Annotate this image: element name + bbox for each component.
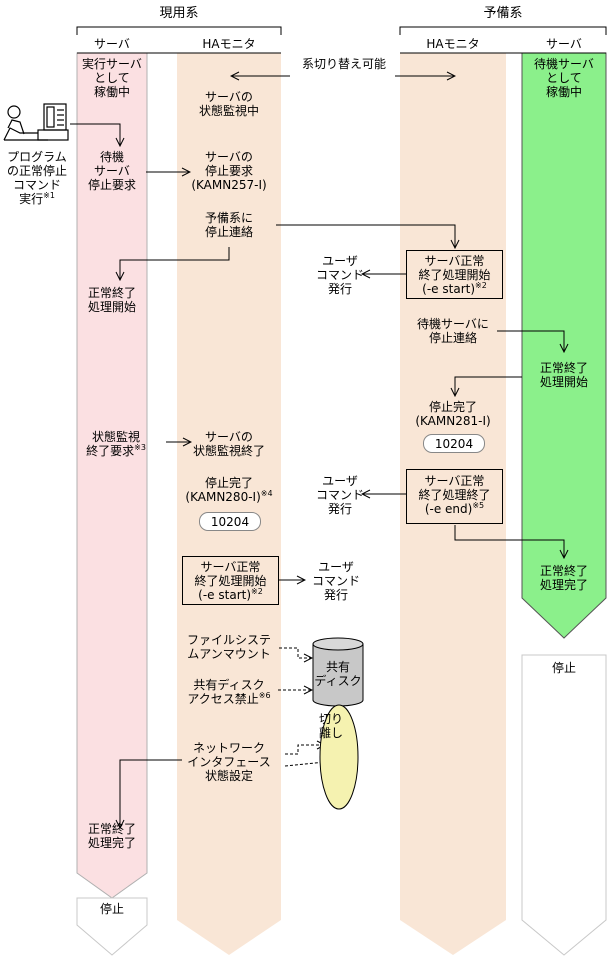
standby-ha-command-box-end-text: サーバ正常 終了処理終了 (-e end)※5 xyxy=(418,474,491,516)
standby-ha-command-box-start xyxy=(406,250,503,299)
standby-ha-column-header: HAモニタ xyxy=(426,37,480,51)
arrow-notify-standby-server xyxy=(497,330,564,352)
active-ha-command-box-text: サーバ正常 終了処理開始 (-e start)※2 xyxy=(194,560,267,602)
arrow-network-to-detach xyxy=(285,745,325,755)
active-server-normal-end-start: 正常終了 処理開始 xyxy=(87,286,136,314)
active-ha-lane xyxy=(177,53,281,955)
switch-possible-label: 系切り替え可能 xyxy=(301,57,386,71)
detach-ellipse xyxy=(319,704,359,810)
shared-disk-icon xyxy=(312,637,364,707)
active-ha-monitor-end: サーバの 状態監視終了 xyxy=(192,430,265,458)
active-server-column-header: サーバ xyxy=(94,37,130,51)
active-server-stopped: 停止 xyxy=(99,902,124,916)
operator-label: プログラム の正常停止 コマンド 実行※1 xyxy=(6,150,67,206)
detach-label: 切り 離し xyxy=(318,712,343,740)
arrow-end-cmd-to-standby-server xyxy=(454,525,564,558)
active-ha-column-header: HAモニタ xyxy=(202,37,256,51)
arrow-network-to-active-server xyxy=(120,759,182,828)
active-group-header: 現用系 xyxy=(159,6,199,21)
active-group-bracket xyxy=(76,26,282,35)
active-ha-command-box xyxy=(182,556,279,605)
standby-ha-command-box-start-text: サーバ正常 終了処理開始 (-e start)※2 xyxy=(418,254,491,296)
standby-server-stopped-lane xyxy=(521,654,607,956)
standby-group-bracket xyxy=(399,26,607,35)
active-ha-disk-access-ban: 共有ディスク アクセス禁止※6 xyxy=(187,678,271,706)
active-server-monitor-end-request: 状態監視 終了要求※3 xyxy=(86,430,146,458)
standby-server-normal-end-start: 正常終了 処理開始 xyxy=(539,361,588,389)
standby-ha-stop-done: 停止完了 (KAMN281-I) xyxy=(415,400,491,428)
arrow-unmount-to-disk xyxy=(279,647,312,658)
active-server-normal-end-done: 正常終了 処理完了 xyxy=(87,822,136,850)
standby-user-command-2: ユーザ コマンド 発行 xyxy=(315,474,364,516)
standby-server-normal-end-done: 正常終了 処理完了 xyxy=(539,564,588,592)
standby-ha-stop-code: 10204 xyxy=(423,434,485,453)
active-ha-stop-code: 10204 xyxy=(199,512,261,531)
standby-group-header: 予備系 xyxy=(483,6,523,21)
arrow-standby-server-to-ha xyxy=(455,376,522,396)
arrow-notify-to-active-server xyxy=(120,247,230,280)
active-server-running: 実行サーバ として 稼働中 xyxy=(82,57,142,99)
operator-terminal-icon xyxy=(3,103,69,141)
active-ha-server-stop-request: サーバの 停止要求 (KAMN257-I) xyxy=(191,150,267,192)
standby-ha-command-box-end xyxy=(406,469,503,524)
standby-server-running: 待機サーバ として 稼働中 xyxy=(534,57,594,99)
active-ha-network-setting: ネットワーク インタフェース 状態設定 xyxy=(187,741,271,783)
operator-note: ※1 xyxy=(43,191,55,200)
arrow-operator-to-standby-stop xyxy=(70,123,120,146)
active-ha-unmount: ファイルシステ ムアンマウント xyxy=(186,633,271,661)
standby-ha-notify-standby-server: 待機サーバに 停止連絡 xyxy=(417,317,489,345)
active-user-command: ユーザ コマンド 発行 xyxy=(311,560,360,602)
arrow-notify-standby xyxy=(276,224,455,248)
active-ha-server-monitoring: サーバの 状態監視中 xyxy=(198,90,259,118)
active-ha-notify-standby: 予備系に 停止連絡 xyxy=(204,211,253,239)
shared-disk-label: 共有 ディスク xyxy=(314,660,362,688)
standby-user-command-1: ユーザ コマンド 発行 xyxy=(315,254,364,296)
standby-server-column-header: サーバ xyxy=(546,37,582,51)
arrow-network-to-detach-2 xyxy=(284,761,326,767)
standby-server-stopped: 停止 xyxy=(551,661,576,675)
active-server-standby-stop-request: 待機 サーバ 停止要求 xyxy=(87,150,136,192)
standby-ha-lane xyxy=(400,53,506,955)
active-server-stopped-lane xyxy=(76,897,148,956)
active-ha-stop-done: 停止完了 (KAMN280-I)※4 xyxy=(185,476,273,504)
